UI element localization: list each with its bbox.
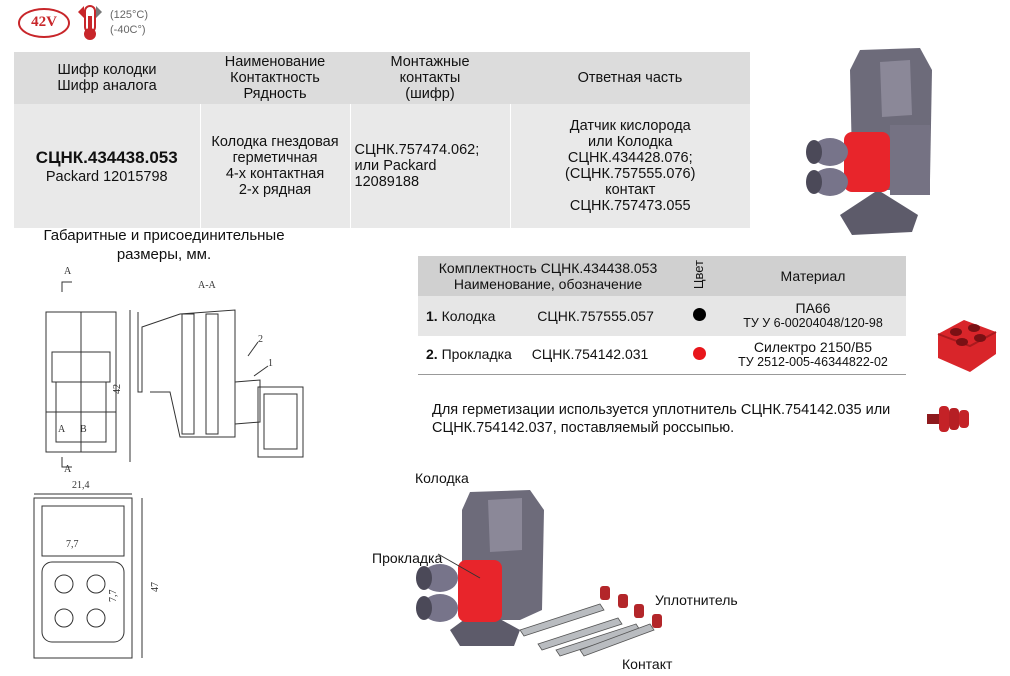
kit-table: Комплектность СЦНК.434438.053 Наименован…	[418, 256, 906, 375]
section-mark-bottom: А	[64, 464, 72, 475]
dim-width-label: 21,4	[72, 480, 90, 491]
analog-code: Packard 12015798	[45, 169, 168, 185]
housing-code: СЦНК.434438.053	[35, 148, 178, 167]
color-swatch-red	[692, 346, 706, 360]
temp-high: (125°C)	[110, 9, 149, 21]
kit-row2-material: Силектро 2150/В5 ТУ 2512-005-46344822-02	[738, 338, 888, 369]
label-seal: Уплотнитель	[655, 592, 738, 608]
table-row: 1. Колодка СЦНК.757555.057 ПА66 ТУ У 6-0…	[418, 296, 906, 336]
callout-1: 1	[268, 358, 273, 369]
header-name: Наименование Контактность Рядность	[224, 54, 326, 102]
color-swatch-black	[692, 308, 706, 321]
kit-row2-color	[678, 336, 720, 374]
voltage-badge: 42V	[18, 8, 70, 38]
cell-name: Колодка гнездовая герметичная 4-х контак…	[199, 104, 350, 228]
table-row: 2. Прокладка СЦНК.754142.031 Силектро 21…	[418, 336, 906, 374]
seal-photo	[927, 406, 969, 432]
label-gasket: Прокладка	[372, 550, 443, 566]
kit-row1-color	[678, 296, 720, 336]
kit-row1-name: 1. Колодка СЦНК.757555.057	[426, 307, 654, 324]
dimensions-caption: Габаритные и присоединительные размеры, …	[43, 227, 285, 263]
cell-mate: Датчик кислорода или Колодка СЦНК.434428…	[509, 104, 750, 228]
kit-row2-name: 2. Прокладка СЦНК.754142.031	[426, 346, 649, 363]
gasket-photo	[937, 320, 997, 372]
spec-table: Шифр колодки Шифр аналога Наименование К…	[14, 52, 750, 228]
callout-2: 2	[258, 334, 263, 345]
technical-drawing: А A B А А-А 42 2 1 21,4 7,7 47 7,7	[33, 266, 304, 659]
label-contact: Контакт	[622, 656, 673, 672]
cell-code: СЦНК.434438.053 Packard 12015798	[14, 104, 200, 228]
assembly-illustration	[416, 490, 662, 657]
header-contacts: Монтажные контакты (шифр)	[390, 54, 470, 102]
pin-b-label: B	[80, 424, 87, 435]
kit-header-material: Материал	[780, 268, 846, 284]
pin-a-label: A	[58, 424, 66, 435]
dim-total-label: 47	[150, 582, 161, 592]
section-mark-top: А	[64, 266, 72, 277]
temp-low: (-40C°)	[110, 24, 146, 36]
kit-header-color: Цвет	[691, 259, 706, 290]
cell-contacts: СЦНК.757474.062; или Packard 12089188	[349, 104, 510, 228]
header-code: Шифр колодки Шифр аналога	[57, 62, 157, 94]
thermometer-icon	[78, 5, 102, 40]
pitch-y-label: 7,7	[108, 590, 119, 603]
dim-height-label: 42	[112, 384, 123, 394]
connector-photo	[806, 48, 932, 235]
contact-pins	[519, 603, 655, 657]
section-title: А-А	[198, 280, 217, 291]
temperature-range: (125°C) (-40C°)	[110, 8, 148, 38]
kit-row1-material: ПА66 ТУ У 6-00204048/120-98	[743, 300, 883, 331]
sealing-note: Для герметизации используется уплотнител…	[432, 402, 891, 436]
label-housing: Колодка	[415, 470, 469, 486]
pitch-x-label: 7,7	[66, 539, 79, 550]
kit-header-left: Комплектность СЦНК.434438.053 Наименован…	[438, 260, 658, 292]
header-mate: Ответная часть	[577, 70, 683, 86]
